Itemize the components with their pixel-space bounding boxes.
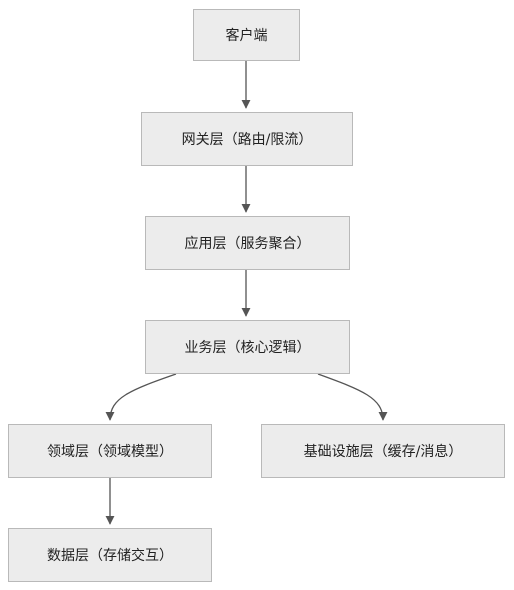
node-infrastructure-layer-label: 基础设施层（缓存/消息） xyxy=(303,444,463,460)
node-gateway-layer-label: 网关层（路由/限流） xyxy=(181,132,313,148)
node-data-layer-label: 数据层（存储交互） xyxy=(47,548,173,564)
node-client: 客户端 xyxy=(193,9,300,61)
node-domain-layer: 领域层（领域模型） xyxy=(8,424,212,478)
node-domain-layer-label: 领域层（领域模型） xyxy=(47,444,173,460)
node-data-layer: 数据层（存储交互） xyxy=(8,528,212,582)
node-business-layer: 业务层（核心逻辑） xyxy=(145,320,350,374)
node-application-layer: 应用层（服务聚合） xyxy=(145,216,350,270)
node-infrastructure-layer: 基础设施层（缓存/消息） xyxy=(261,424,505,478)
node-application-layer-label: 应用层（服务聚合） xyxy=(184,236,311,252)
node-gateway-layer: 网关层（路由/限流） xyxy=(141,112,353,166)
node-client-label: 客户端 xyxy=(225,28,268,44)
edge-business-domain xyxy=(105,373,177,421)
edge-business-infrastructure xyxy=(317,373,388,421)
node-business-layer-label: 业务层（核心逻辑） xyxy=(184,340,311,356)
